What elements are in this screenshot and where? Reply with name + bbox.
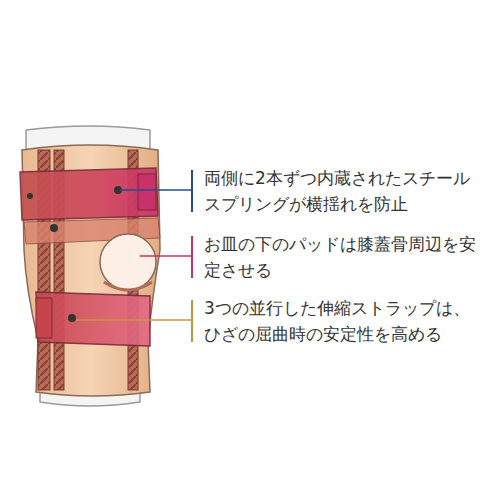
rivet (68, 314, 76, 322)
callout-text: お皿の下のパッドは膝蓋骨周辺を安 定させる (204, 231, 486, 283)
upper-strap (20, 168, 158, 220)
patella-pad (104, 282, 152, 290)
strap-tab (36, 298, 52, 338)
strap-tab (138, 174, 156, 210)
leader-gold (76, 300, 192, 342)
patella-opening (100, 234, 156, 290)
callout-text: 両側に2本ずつ内蔵されたスチール スプリングが横揺れを防止 (204, 165, 486, 217)
leader-blue (120, 170, 192, 212)
leader-pink (140, 236, 192, 278)
callout-text: 3つの並行した伸縮ストラップは、 ひざの屈曲時の安定性を高める (204, 295, 486, 347)
lower-strap (36, 292, 150, 346)
rivet (50, 224, 58, 232)
rivet (27, 193, 33, 199)
